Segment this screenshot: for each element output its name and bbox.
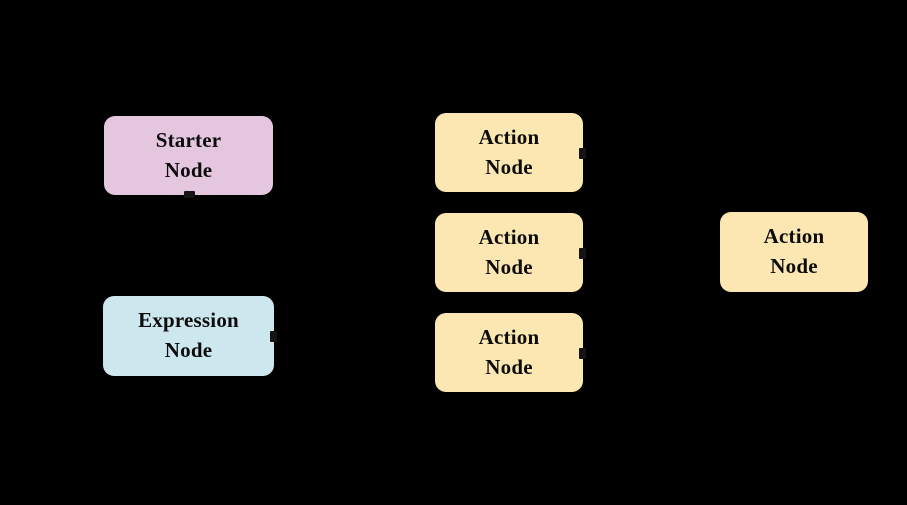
node-label-line-2: Node xyxy=(164,338,213,362)
connector-port-right-icon[interactable] xyxy=(579,347,586,359)
connector-port-right-icon[interactable] xyxy=(270,331,277,342)
node-label-line-1: Action xyxy=(478,124,540,149)
node-label-line-2: Node xyxy=(485,154,533,179)
node-label-line-2: Node xyxy=(164,157,213,182)
connector-port-right-icon[interactable] xyxy=(579,147,586,159)
node-label-line-2: Node xyxy=(485,354,533,379)
connector-port-bottom-icon[interactable] xyxy=(183,191,195,198)
node-label-line-1: Action xyxy=(478,324,540,349)
node-label-line-1: Starter xyxy=(155,127,222,152)
node-label-line-1: Expression xyxy=(138,308,239,333)
node-label-line-1: Action xyxy=(478,224,540,249)
node-label-line-2: Node xyxy=(770,254,818,278)
node-label-line-1: Action xyxy=(763,224,825,249)
node-label-line-2: Node xyxy=(485,254,533,279)
connector-port-right-icon[interactable] xyxy=(579,247,586,259)
